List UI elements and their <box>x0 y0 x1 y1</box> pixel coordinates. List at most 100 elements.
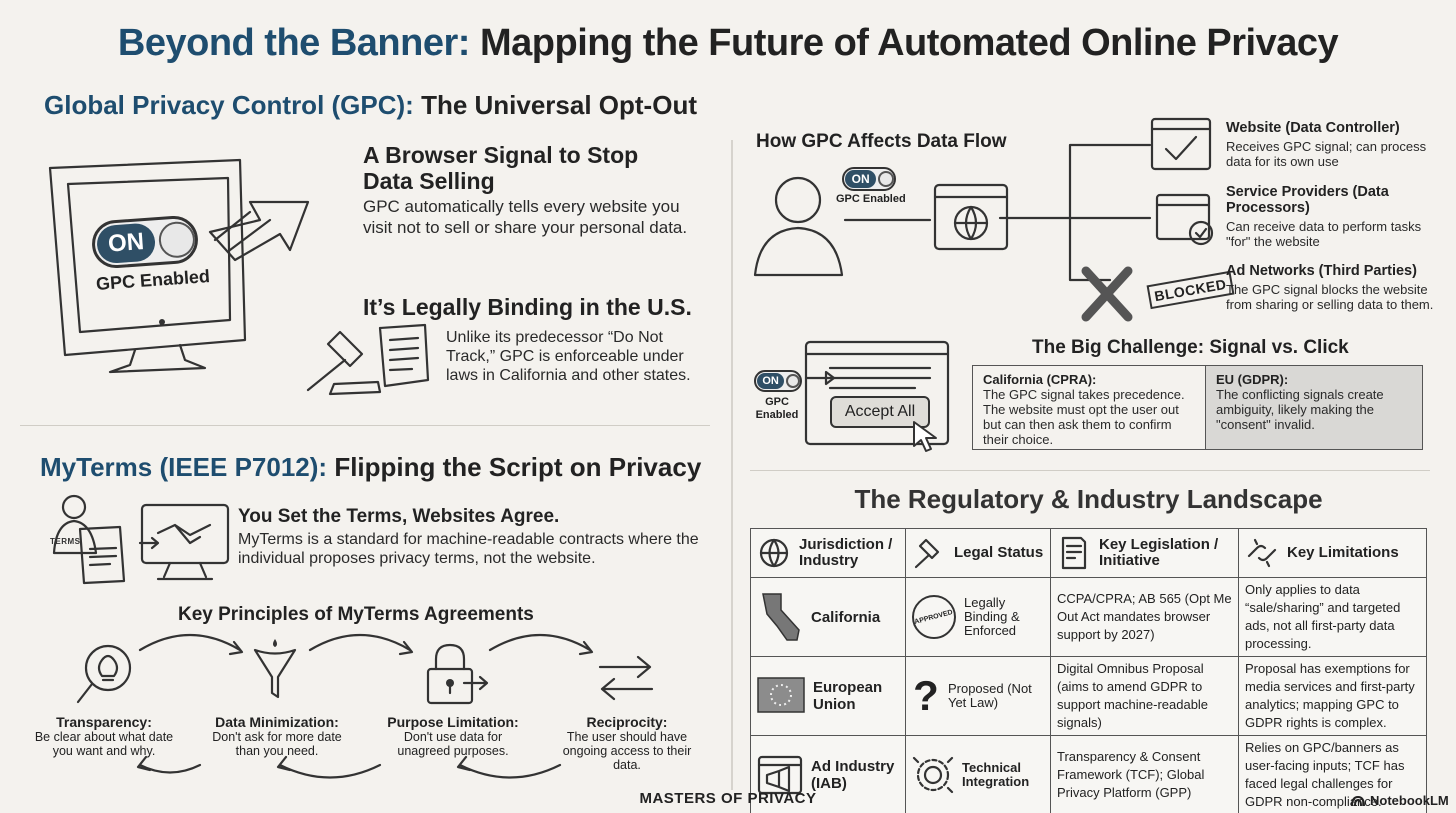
megaphone-window-icon <box>757 755 803 795</box>
notebooklm-label: NotebookLM <box>1370 793 1449 808</box>
notebooklm-badge: NotebookLM <box>1350 793 1449 808</box>
eu-panel: EU (GDPR): The conflicting signals creat… <box>1206 366 1422 449</box>
row-status: Proposed (Not Yet Law) <box>947 681 1032 710</box>
row-legislation: Digital Omnibus Proposal (aims to amend … <box>1057 661 1209 730</box>
challenge-toggle-on: ON <box>757 373 785 389</box>
recipient-website-title: Website (Data Controller) <box>1226 120 1400 136</box>
recipient-adnetworks-title: Ad Networks (Third Parties) <box>1226 263 1417 279</box>
recipient-providers-text: Can receive data to perform tasks "for" … <box>1226 219 1422 249</box>
gpc-heading-rest: The Universal Opt-Out <box>421 90 697 120</box>
challenge-toggle: ON <box>754 370 802 392</box>
row-limitations: Only applies to data “sale/sharing” and … <box>1245 582 1401 651</box>
challenge-toggle-knob <box>786 374 800 388</box>
row-limitations: Relies on GPC/banners as user-facing inp… <box>1245 740 1405 809</box>
recipient-adnetworks-text: The GPC signal blocks the website from s… <box>1226 282 1434 312</box>
row-jurisdiction: California <box>811 608 881 626</box>
principle-text: Don't ask for more date than you need. <box>212 730 342 758</box>
california-panel: California (CPRA): The GPC signal takes … <box>973 366 1206 449</box>
page-title: Beyond the Banner: Mapping the Future of… <box>0 22 1456 65</box>
principle-title: Purpose Limitation: <box>387 714 519 730</box>
recipient-providers-title: Service Providers (Data Processors) <box>1226 184 1389 216</box>
principles-title: Key Principles of MyTerms Agreements <box>178 604 534 625</box>
principle-reciprocity: Reciprocity: The user should have ongoin… <box>552 714 702 772</box>
myterms-heading: MyTerms (IEEE P7012): Flipping the Scrip… <box>40 452 701 483</box>
vertical-divider <box>731 140 733 790</box>
block2-title: It’s Legally Binding in the U.S. <box>363 294 692 320</box>
scroll-label: TERMS <box>50 537 81 546</box>
gavel-small-icon <box>914 538 940 569</box>
globe-browser-icon <box>933 183 1009 251</box>
flow-toggle-knob <box>878 171 894 187</box>
gpc-toggle: ON <box>90 214 200 270</box>
toggle-on-label: ON <box>95 222 157 265</box>
checkmark-window-icon <box>1150 117 1212 171</box>
footer-brand: MASTERS OF PRIVACY <box>639 790 817 807</box>
principle-data-minimization: Data Minimization: Don't ask for more da… <box>202 714 352 758</box>
eu-text: The conflicting signals create ambiguity… <box>1216 387 1384 432</box>
eu-flag-icon <box>757 677 805 713</box>
landscape-title: The Regulatory & Industry Landscape <box>854 484 1323 514</box>
approved-stamp: APPROVED <box>912 595 956 639</box>
principle-title: Data Minimization: <box>215 714 339 730</box>
principle-title: Reciprocity: <box>586 714 668 730</box>
block2-text: Unlike its predecessor “Do Not Track,” G… <box>446 329 691 384</box>
gear-network-icon <box>912 756 954 794</box>
landscape-table: Jurisdiction / Industry Legal Status Key… <box>750 528 1427 813</box>
flow-toggle: ON <box>842 167 896 191</box>
header-limitations: Key Limitations <box>1287 544 1399 561</box>
challenge-toggle-caption: GPC Enabled <box>755 396 799 421</box>
myterms-block-text: MyTerms is a standard for machine-readab… <box>238 531 699 567</box>
toggle-knob <box>157 220 197 259</box>
myterms-block-title: You Set the Terms, Websites Agree. <box>238 506 560 527</box>
cursor-icon <box>913 421 937 452</box>
monitor-icon <box>48 158 310 374</box>
table-row: Ad Industry (IAB) Technical Integration … <box>750 735 1427 813</box>
header-status: Legal Status <box>954 544 1044 561</box>
california-map-icon <box>762 593 800 641</box>
recipient-website-text: Receives GPC signal; can process data fo… <box>1226 139 1427 169</box>
row-status: Technical Integration <box>962 760 1030 789</box>
globe-gear-icon <box>759 538 789 568</box>
myterms-heading-rest: Flipping the Script on Privacy <box>334 452 702 482</box>
challenge-title: The Big Challenge: Signal vs. Click <box>1032 337 1349 358</box>
left-divider <box>20 425 710 426</box>
california-title: California (CPRA): <box>983 372 1097 387</box>
block1-title: A Browser Signal to Stop Data Selling <box>363 142 639 194</box>
eu-title: EU (GDPR): <box>1216 372 1289 387</box>
approved-stamp-text: APPROVED <box>914 608 954 626</box>
row-legislation: Transparency & Consent Framework (TCF); … <box>1057 749 1205 800</box>
blocked-x-icon <box>1081 266 1133 322</box>
gavel-icon <box>306 323 430 396</box>
document-gear-icon <box>1061 536 1087 570</box>
data-flow-lines <box>753 143 1152 282</box>
california-text: The GPC signal takes precedence. The web… <box>983 387 1185 447</box>
title-accent: Beyond the Banner: <box>117 22 471 64</box>
row-jurisdiction: European Union <box>813 679 883 713</box>
flow-toggle-caption: GPC Enabled <box>836 193 906 205</box>
broken-chain-icon <box>1247 538 1277 568</box>
principle-text: Be clear about what date you want and wh… <box>34 730 174 758</box>
principle-text: The user should have ongoing access to t… <box>562 730 692 772</box>
funnel-icon <box>253 639 297 699</box>
flow-toggle-on: ON <box>845 170 877 188</box>
exchange-arrows-icon <box>598 655 654 701</box>
table-row: California APPROVED Legally Binding & En… <box>750 577 1427 657</box>
block1-text: GPC automatically tells every website yo… <box>363 197 688 237</box>
row-legislation: CCPA/CPRA; AB 565 (Opt Me Out Act mandat… <box>1057 591 1232 642</box>
row-limitations: Proposal has exemptions for media servic… <box>1245 661 1415 730</box>
consent-window-icon <box>804 340 950 446</box>
gpc-heading: Global Privacy Control (GPC): The Univer… <box>44 90 697 121</box>
principles-cycle-arrows <box>136 634 594 779</box>
right-divider <box>750 470 1430 471</box>
table-header-row: Jurisdiction / Industry Legal Status Key… <box>750 528 1427 578</box>
question-mark-icon: ? <box>913 672 939 719</box>
gear-window-icon <box>1155 193 1214 246</box>
header-legislation: Key Legislation / Initiative <box>1099 536 1219 569</box>
myterms-heading-accent: MyTerms (IEEE P7012): <box>40 452 328 482</box>
header-jurisdiction: Jurisdiction / Industry <box>799 536 893 569</box>
gpc-heading-accent: Global Privacy Control (GPC): <box>44 90 414 120</box>
data-flow-title: How GPC Affects Data Flow <box>756 131 1007 152</box>
person-scroll-handshake-icon <box>52 494 230 585</box>
row-jurisdiction: Ad Industry (IAB) <box>811 758 895 792</box>
notebooklm-logo-icon <box>1351 795 1365 806</box>
